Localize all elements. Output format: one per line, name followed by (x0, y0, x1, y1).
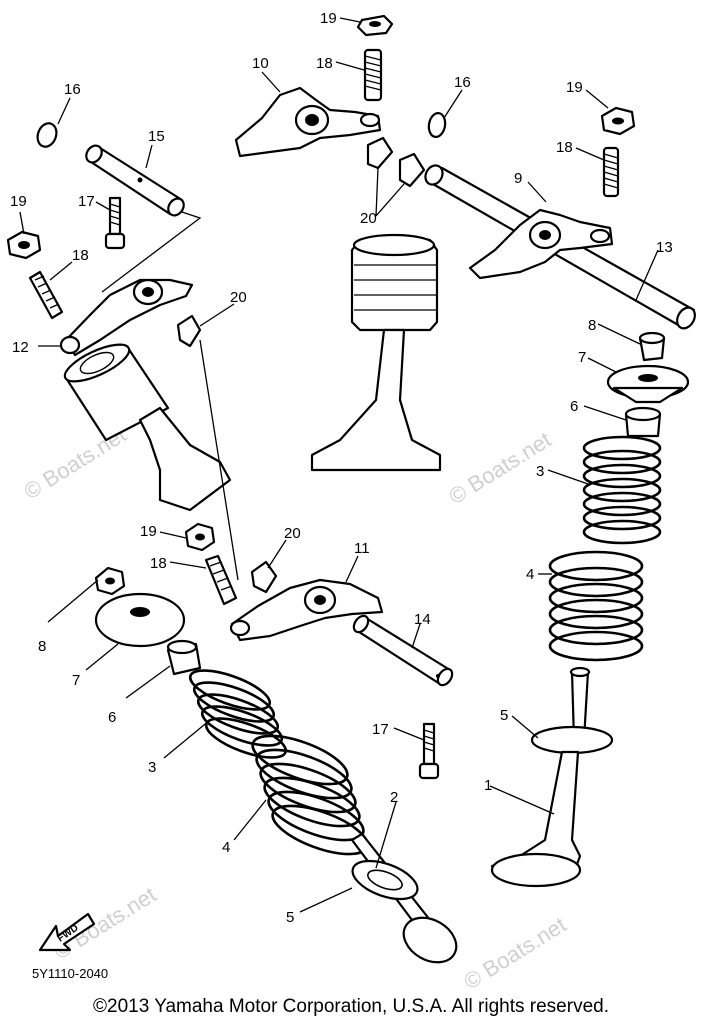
callout-19: 19 (320, 10, 337, 27)
bolt-part (104, 196, 126, 250)
valve-lifter-part (310, 233, 442, 472)
callout-16: 16 (454, 74, 471, 91)
copyright-notice: ©2013 Yamaha Motor Corporation, U.S.A. A… (93, 996, 609, 1017)
rocker-shaft-part (85, 144, 185, 217)
callout-15: 15 (148, 128, 165, 145)
nut-part (356, 14, 394, 37)
callout-8: 8 (588, 317, 596, 334)
callout-20: 20 (360, 210, 377, 227)
nut-part (600, 106, 636, 136)
cotter-part (638, 331, 666, 362)
callout-4: 4 (526, 566, 534, 583)
inner-spring-part (582, 435, 662, 545)
outer-spring-part (548, 550, 644, 662)
watermark: © Boats.net (459, 912, 570, 990)
rocker-arm-part (59, 278, 194, 357)
callout-16: 16 (64, 81, 81, 98)
rocker-arm-part (468, 208, 614, 280)
callout-18: 18 (556, 139, 573, 156)
callout-3: 3 (148, 759, 156, 776)
callout-8: 8 (38, 638, 46, 655)
watermarks: © Boats.net © Boats.net © Boats.net © Bo… (19, 422, 570, 990)
adjusting-screw-part (602, 146, 620, 198)
washer-part (427, 112, 447, 138)
callout-18: 18 (150, 555, 167, 572)
callout-20: 20 (230, 289, 247, 306)
callout-18: 18 (316, 55, 333, 72)
cotter-part (94, 566, 126, 596)
valve-lifter-part (63, 343, 232, 512)
adjusting-screw-part (204, 554, 238, 606)
callout-19: 19 (10, 193, 27, 210)
callout-5: 5 (500, 707, 508, 724)
shim-part (366, 136, 426, 188)
callout-19: 19 (566, 79, 583, 96)
callout-4: 4 (222, 839, 230, 856)
shim-part (176, 314, 202, 348)
spring-retainer-part (94, 592, 186, 648)
nut-part (6, 230, 42, 260)
valve-seal-part (166, 639, 202, 676)
callout-19: 19 (140, 523, 157, 540)
washer-part (36, 122, 58, 148)
callout-20: 20 (284, 525, 301, 542)
bolt-part (418, 722, 440, 780)
nut-part (184, 522, 216, 552)
valve-seal-part (624, 406, 662, 438)
callout-9: 9 (514, 170, 522, 187)
leader-lines (19, 17, 659, 913)
callout-10: 10 (252, 55, 269, 72)
valve-part (350, 832, 458, 964)
callout-14: 14 (414, 611, 431, 628)
callout-5: 5 (286, 909, 294, 926)
diagram-code: 5Y1110-2040 (32, 966, 108, 981)
callout-18: 18 (72, 247, 89, 264)
outer-spring-part (251, 734, 369, 856)
callout-2: 2 (390, 789, 398, 806)
rocker-arm-part (234, 86, 382, 158)
rocker-arm-part (229, 578, 384, 642)
callout-12: 12 (12, 339, 29, 356)
callout-11: 11 (354, 540, 370, 557)
spring-retainer-part (606, 364, 690, 404)
shim-part (250, 560, 278, 594)
callout-1: 1 (484, 777, 492, 794)
rocker-shaft-part (352, 614, 454, 687)
callout-17: 17 (78, 193, 95, 210)
callout-3: 3 (536, 463, 544, 480)
callout-6: 6 (108, 709, 116, 726)
adjusting-screw-part (28, 270, 64, 320)
valve-part (490, 666, 614, 888)
callout-7: 7 (578, 349, 586, 366)
callout-labels: 19 18 10 16 15 19 17 18 12 20 16 19 18 9… (10, 10, 673, 926)
watermark: © Boats.net (49, 882, 160, 964)
callout-6: 6 (570, 398, 578, 415)
exploded-parts-diagram: © Boats.net © Boats.net © Boats.net © Bo… (6, 10, 696, 990)
callout-17: 17 (372, 721, 389, 738)
callout-13: 13 (656, 239, 673, 256)
adjusting-screw-part (363, 48, 383, 102)
callout-7: 7 (72, 672, 80, 689)
